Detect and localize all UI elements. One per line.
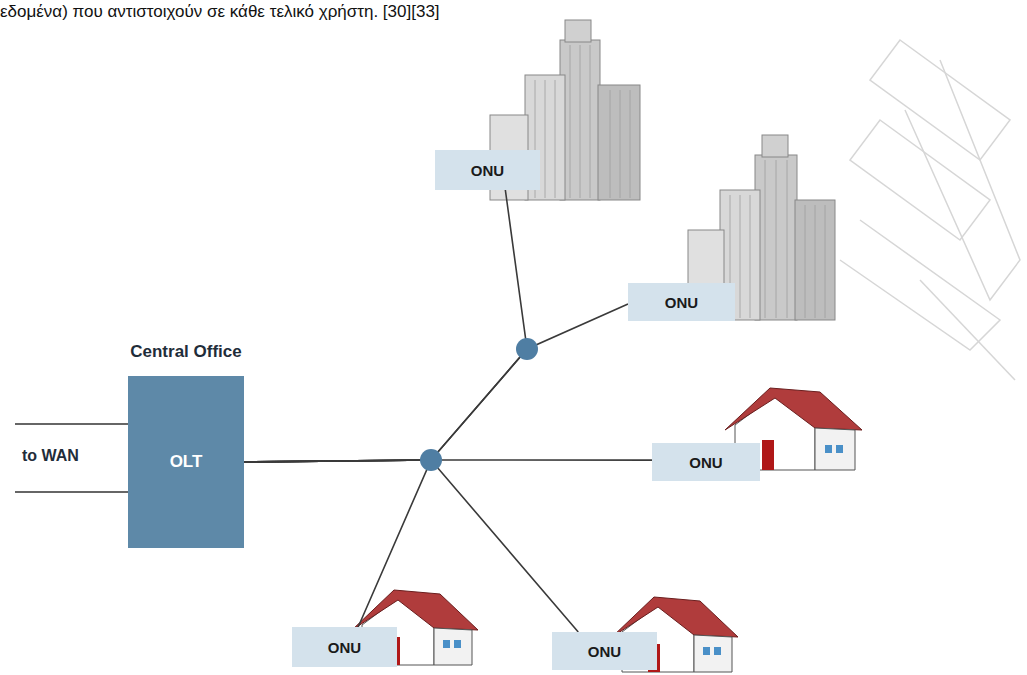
- node-label: ONU: [471, 162, 504, 179]
- node-label: ONU: [328, 639, 361, 656]
- node-label: ONU: [689, 454, 722, 471]
- onu-box: ONU: [435, 150, 540, 190]
- onu-box: ONU: [552, 632, 657, 670]
- fiber-link: [244, 460, 431, 627]
- body-text: εδομένα) που αντιστοιχούν σε κάθε τελικό…: [0, 2, 440, 22]
- splitter: [516, 338, 538, 360]
- wan-label: to WAN: [22, 447, 79, 465]
- node-label: ONU: [665, 294, 698, 311]
- onu-box: ONU: [628, 283, 735, 321]
- fiber-link: [244, 460, 578, 632]
- wan-link: [15, 424, 128, 492]
- watermark: [840, 40, 1020, 380]
- node-label: OLT: [170, 452, 203, 472]
- fiber-link: [244, 304, 628, 462]
- onu-box: ONU: [292, 627, 397, 667]
- node-label: ONU: [588, 643, 621, 660]
- onu-box: ONU: [652, 443, 760, 481]
- fiber-link: [244, 190, 527, 462]
- olt-box: Central OfficeOLT: [128, 376, 244, 548]
- splitter: [420, 449, 442, 471]
- node-heading: Central Office: [130, 342, 241, 362]
